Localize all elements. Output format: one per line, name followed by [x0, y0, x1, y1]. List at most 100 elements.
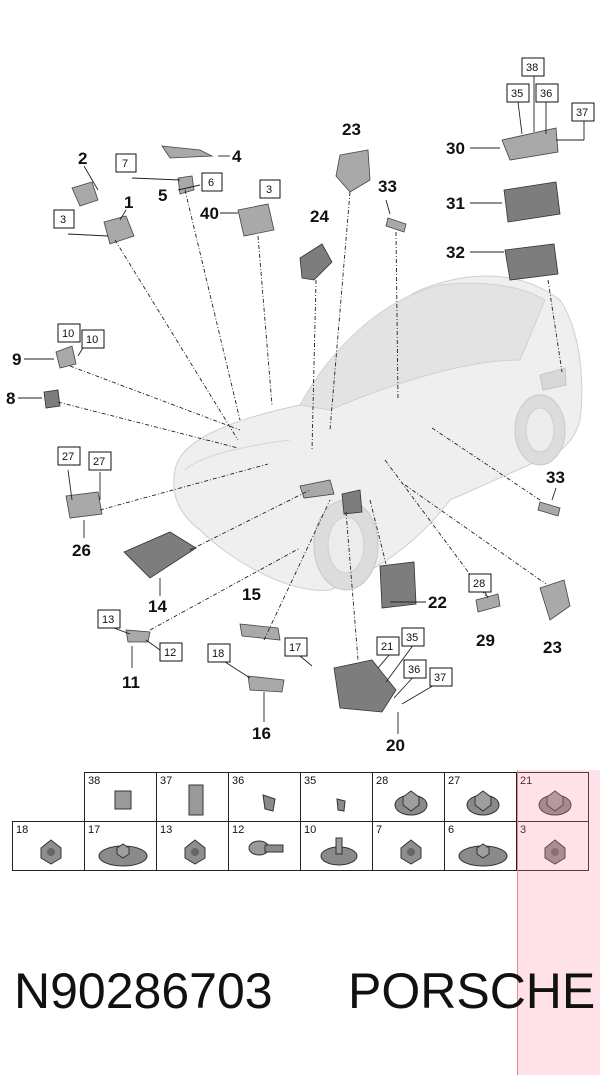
part-number-label: N90286703 [14, 963, 273, 1019]
table-cell: 35 [300, 772, 373, 822]
selected-part-highlight [517, 770, 600, 1075]
part-11-clip [125, 629, 151, 643]
table-cell: 12 [228, 821, 301, 871]
part-26-bracket [65, 491, 103, 519]
callout-15: 15 [242, 585, 261, 604]
hex-nut-icon [544, 839, 566, 865]
box-27-a: 27 [62, 451, 74, 463]
callout-9: 9 [12, 350, 21, 369]
box-6: 6 [208, 177, 214, 189]
hex-nut-flange-icon [538, 790, 572, 816]
callout-20: 20 [386, 736, 405, 755]
part-31-unit [503, 181, 561, 223]
box-10-b: 10 [86, 334, 98, 346]
hex-nut-flange-icon [394, 790, 428, 816]
part-14-tray [123, 531, 197, 579]
brand-label: PORSCHE [348, 963, 596, 1019]
boxed-references: 7 6 3 3 38 35 36 37 10 10 27 27 13 12 18… [53, 57, 595, 687]
callout-24: 24 [310, 207, 329, 226]
callout-40: 40 [200, 204, 219, 223]
cell-number: 17 [88, 824, 101, 836]
cell-number: 36 [232, 775, 245, 787]
callout-30: 30 [446, 139, 465, 158]
box-36-top: 36 [540, 88, 552, 100]
callout-14: 14 [148, 597, 167, 616]
part-33-clip-bottom [537, 501, 561, 517]
part-9-bracket [55, 345, 77, 369]
flag-clip-icon [262, 794, 276, 812]
callout-11: 11 [122, 673, 140, 692]
callout-22: 22 [428, 593, 447, 612]
box-37-bottom: 37 [434, 672, 446, 684]
tall-clip-icon [188, 784, 204, 816]
cell-number: 37 [160, 775, 173, 787]
cell-number: 18 [16, 824, 29, 836]
box-10-a: 10 [62, 328, 74, 340]
bolt-icon [248, 840, 284, 856]
box-36-bottom: 36 [408, 664, 420, 676]
part-32-unit [504, 243, 559, 281]
table-cell: 18 [12, 821, 85, 871]
callout-31: 31 [446, 194, 465, 213]
table-cell: 3 [516, 821, 589, 871]
part-33-clip-top [385, 217, 407, 233]
small-flag-clip-icon [336, 798, 346, 812]
cell-number: 12 [232, 824, 245, 836]
box-3-left: 3 [60, 214, 66, 226]
part-29-clip [475, 593, 501, 613]
box-3-top: 3 [266, 184, 272, 196]
box-18: 18 [212, 648, 224, 660]
part-40-module [237, 203, 275, 237]
box-12: 12 [164, 647, 176, 659]
vehicle-silhouette [173, 275, 583, 591]
part-23-bracket-bottom [539, 579, 571, 621]
table-cell: 38 [84, 772, 157, 822]
cell-number: 27 [448, 775, 461, 787]
cell-number: 28 [376, 775, 389, 787]
box-35-top: 35 [511, 88, 523, 100]
cell-number: 35 [304, 775, 317, 787]
callout-2: 2 [78, 149, 87, 168]
parts-group [43, 127, 571, 713]
callout-33-top: 33 [378, 177, 397, 196]
hex-nut-icon [40, 839, 62, 865]
callout-23-top: 23 [342, 120, 361, 139]
callout-26: 26 [72, 541, 91, 560]
part-24-housing [299, 243, 333, 281]
stud-nut-icon [320, 837, 358, 866]
callout-33-bottom: 33 [546, 468, 565, 487]
part-30-carrier [501, 127, 559, 161]
box-37-top: 37 [576, 107, 588, 119]
mount-center-b [341, 489, 363, 515]
cell-number: 10 [304, 824, 317, 836]
table-row: 18 17 13 12 10 7 6 3 [12, 821, 589, 871]
cell-number: 3 [520, 824, 527, 836]
table-cell: 28 [372, 772, 445, 822]
wide-flange-nut-icon [458, 843, 508, 867]
callout-29: 29 [476, 631, 495, 650]
exploded-parts-diagram: 2 1 4 5 40 23 24 33 30 31 32 9 8 26 14 1… [6, 57, 595, 755]
wide-flange-nut-icon [98, 843, 148, 867]
box-7: 7 [122, 158, 128, 170]
hex-nut-icon [400, 839, 422, 865]
cell-number: 7 [376, 824, 383, 836]
table-cell: 6 [444, 821, 517, 871]
cell-number: 13 [160, 824, 173, 836]
box-35-bottom: 35 [406, 632, 418, 644]
part-23-bracket-top [335, 149, 371, 193]
part-20-motor [333, 659, 397, 713]
table-cell: 10 [300, 821, 373, 871]
callout-16: 16 [252, 724, 271, 743]
callout-5: 5 [158, 186, 167, 205]
callout-numbers: 2 1 4 5 40 23 24 33 30 31 32 9 8 26 14 1… [6, 120, 565, 755]
table-row: 38 37 36 35 28 27 21 [12, 772, 589, 822]
part-5-clip [177, 175, 195, 195]
cell-number: 21 [520, 775, 533, 787]
callout-1: 1 [124, 193, 133, 212]
block-clip-icon [114, 790, 132, 810]
mount-center-a [299, 479, 335, 499]
part-2-bracket [71, 181, 99, 207]
part-15-rail [239, 623, 281, 641]
table-cell: 21 [516, 772, 589, 822]
table-cell: 13 [156, 821, 229, 871]
